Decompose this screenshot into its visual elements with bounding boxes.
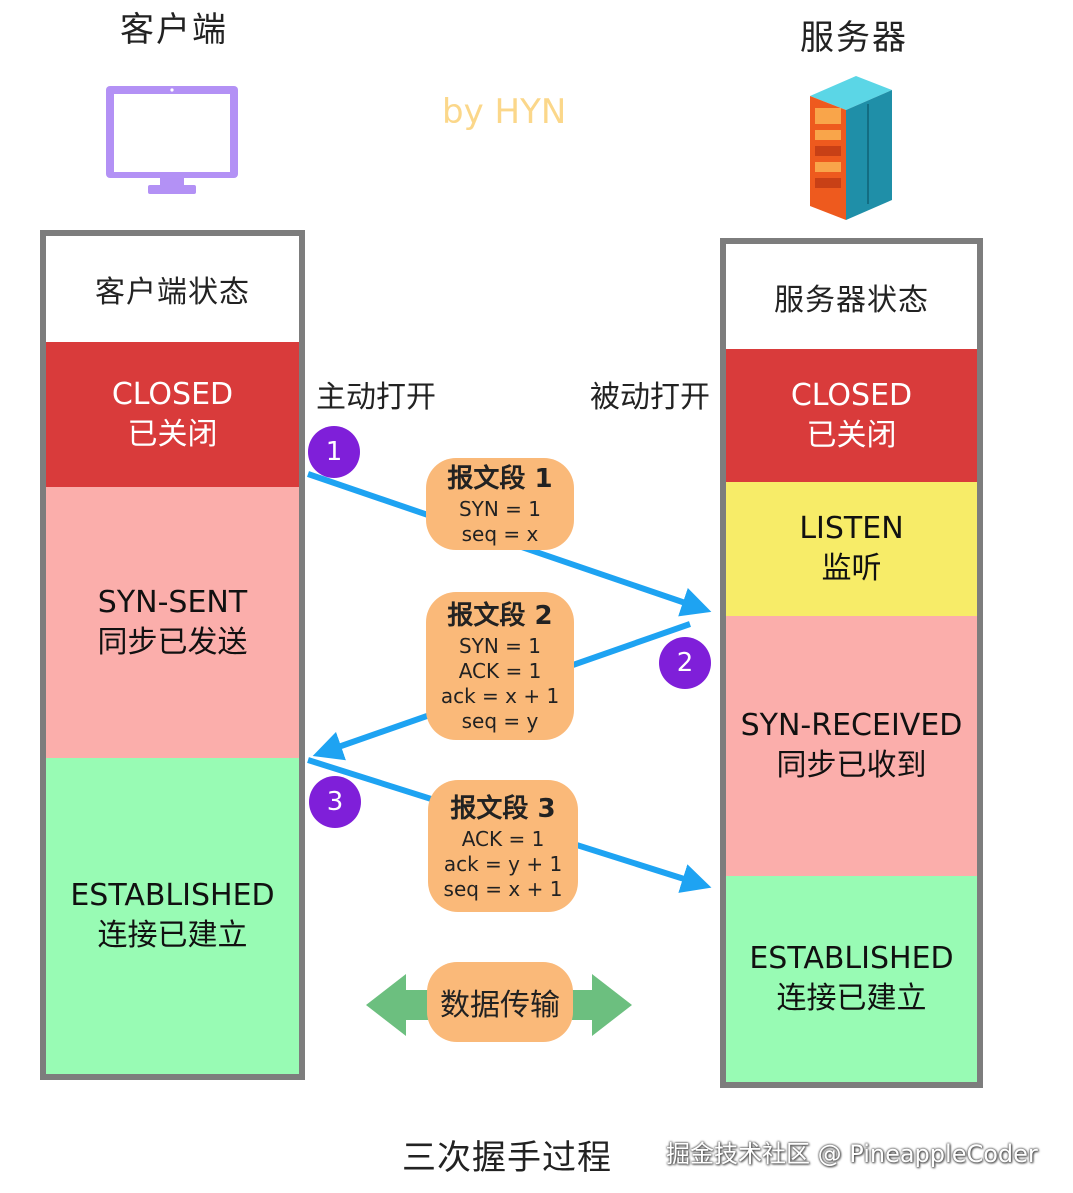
step-badge-2: 2 (659, 637, 711, 689)
segment-2-line-2: ACK = 1 (458, 659, 542, 683)
client-state-syn-sent-zh: 同步已发送 (97, 624, 248, 660)
passive-open-label: 被动打开 (590, 380, 710, 415)
segment-2-line-3: ack = x + 1 (440, 684, 560, 708)
client-state-closed-zh: 已关闭 (127, 416, 218, 452)
server-state-established: ESTABLISHED 连接已建立 (726, 876, 977, 1082)
client-state-syn-sent: SYN-SENT 同步已发送 (46, 487, 299, 758)
segment-3-line-3: seq = x + 1 (443, 876, 563, 901)
client-state-column: 客户端状态 CLOSED 已关闭 SYN-SENT 同步已发送 ESTABLIS… (40, 230, 305, 1080)
segment-2-box: 报文段 2 SYN = 1 ACK = 1 ack = x + 1 seq = … (426, 592, 574, 740)
server-rack-icon (810, 76, 892, 220)
diagram-caption: 三次握手过程 (402, 1138, 612, 1178)
client-state-established-zh: 连接已建立 (97, 918, 248, 953)
segment-3-line-1: ACK = 1 (461, 826, 545, 851)
server-header: 服务器 (800, 18, 908, 58)
client-state-closed: CLOSED 已关闭 (46, 342, 299, 487)
server-state-listen-zh: 监听 (821, 551, 882, 586)
server-state-syn-received-en: SYN-RECEIVED (740, 708, 963, 743)
segment-1-line-2: seq = x (461, 522, 539, 546)
data-transfer-label: 数据传输 (427, 962, 573, 1042)
server-state-title: 服务器状态 (774, 282, 929, 318)
client-state-syn-sent-en: SYN-SENT (97, 584, 248, 620)
server-state-listen-en: LISTEN (799, 511, 904, 546)
client-header: 客户端 (120, 10, 228, 50)
step-badge-3: 3 (309, 776, 361, 828)
segment-1-title: 报文段 1 (447, 464, 553, 494)
segment-2-line-4: seq = y (461, 709, 539, 733)
server-state-listen: LISTEN 监听 (726, 482, 977, 616)
server-state-established-zh: 连接已建立 (776, 981, 927, 1016)
segment-3-title: 报文段 3 (450, 793, 556, 824)
segment-3-box: 报文段 3 ACK = 1 ack = y + 1 seq = x + 1 (428, 780, 578, 912)
credit-text: by HYN (442, 92, 567, 132)
server-state-syn-received: SYN-RECEIVED 同步已收到 (726, 616, 977, 876)
client-state-closed-en: CLOSED (111, 376, 234, 412)
server-state-closed-en: CLOSED (790, 377, 913, 413)
server-state-syn-received-zh: 同步已收到 (776, 748, 927, 783)
server-state-closed-zh: 已关闭 (806, 417, 897, 453)
segment-1-box: 报文段 1 SYN = 1 seq = x (426, 458, 574, 550)
server-state-established-en: ESTABLISHED (749, 941, 954, 976)
client-state-title: 客户端状态 (95, 275, 250, 310)
segment-3-line-2: ack = y + 1 (443, 851, 563, 876)
monitor-icon (106, 86, 238, 194)
client-state-established-en: ESTABLISHED (70, 878, 275, 913)
segment-2-title: 报文段 2 (447, 601, 553, 631)
active-open-label: 主动打开 (316, 380, 436, 415)
client-state-established: ESTABLISHED 连接已建立 (46, 758, 299, 1074)
watermark-text: 掘金技术社区 @ PineappleCoder (666, 1140, 1038, 1168)
segment-1-line-1: SYN = 1 (458, 497, 542, 521)
step-badge-1: 1 (308, 426, 360, 478)
server-state-column: 服务器状态 CLOSED 已关闭 LISTEN 监听 SYN-RECEIVED … (720, 238, 983, 1088)
segment-2-line-1: SYN = 1 (458, 634, 542, 658)
server-state-closed: CLOSED 已关闭 (726, 349, 977, 482)
